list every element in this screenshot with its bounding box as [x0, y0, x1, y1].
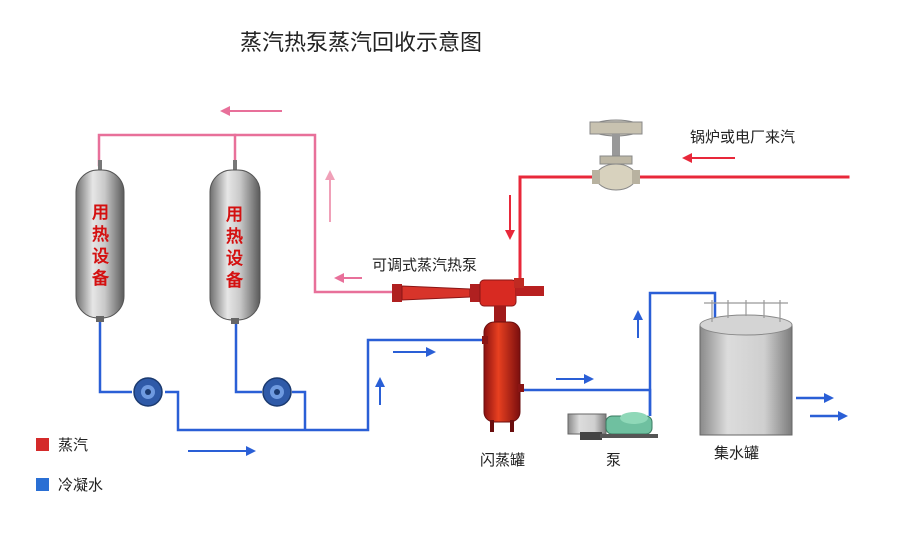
condensate-lines	[98, 291, 717, 432]
boiler-source-label: 锅炉或电厂来汽	[690, 128, 795, 146]
arrow-right-blue-1	[426, 347, 436, 357]
steam-heat-pump	[392, 278, 544, 307]
legend-condensate-label: 冷凝水	[58, 476, 103, 494]
legend-condensate-swatch	[36, 478, 49, 491]
arrow-up-blue-2	[633, 310, 643, 320]
arrow-left-pink	[334, 273, 344, 283]
pump-to-tank	[648, 291, 717, 416]
equipment-2-char-1: 用	[226, 205, 243, 225]
arrow-right-bottom	[246, 446, 256, 456]
equipment-1-char-1: 用	[92, 203, 109, 223]
pump-label: 泵	[606, 451, 621, 469]
legend: 蒸汽 冷凝水	[36, 436, 103, 494]
steam-lines	[97, 133, 850, 294]
condensate-arrows	[188, 310, 848, 456]
steam-arrows	[220, 106, 735, 283]
flash-tank	[482, 306, 524, 432]
diagram-title: 蒸汽热泵蒸汽回收示意图	[240, 31, 482, 56]
equipment-1-char-3: 设	[92, 247, 109, 267]
pump	[567, 412, 658, 440]
collection-tank-label: 集水罐	[714, 444, 759, 462]
steam-return-header	[97, 133, 402, 294]
arrow-left-top	[220, 106, 230, 116]
arrow-left-boiler	[682, 153, 692, 163]
valve-to-pump-line	[518, 175, 594, 287]
arrow-up-blue-1	[375, 377, 385, 387]
heat-equipment-1: 用 热 设 备	[75, 160, 125, 322]
arrow-down-red	[505, 230, 515, 240]
collection-tank	[699, 300, 793, 436]
arrow-right-out-2	[838, 411, 848, 421]
equipment-1-char-2: 热	[92, 224, 109, 245]
legend-steam-label: 蒸汽	[58, 436, 88, 454]
equipment-1-char-4: 备	[91, 268, 110, 289]
condensate-eq2-out	[292, 390, 307, 430]
equipment-2-char-4: 备	[225, 270, 244, 291]
flash-to-pump	[522, 388, 652, 416]
condensate-eq1	[98, 320, 132, 394]
arrow-right-blue-2	[584, 374, 594, 384]
arrow-right-out-1	[824, 393, 834, 403]
arrow-up-pink	[325, 170, 335, 180]
steam-trap-2	[262, 377, 292, 407]
steam-trap-1	[133, 377, 163, 407]
heat-pump-label: 可调式蒸汽热泵	[372, 256, 477, 274]
control-valve	[589, 119, 643, 191]
condensate-eq2	[234, 320, 262, 394]
heat-equipment-2: 用 热 设 备	[209, 160, 261, 324]
equipment-2-char-2: 热	[226, 226, 243, 247]
equipment-2-char-3: 设	[226, 249, 243, 269]
condensate-main	[165, 338, 488, 432]
flash-tank-label: 闪蒸罐	[480, 451, 525, 469]
legend-steam-swatch	[36, 438, 49, 451]
